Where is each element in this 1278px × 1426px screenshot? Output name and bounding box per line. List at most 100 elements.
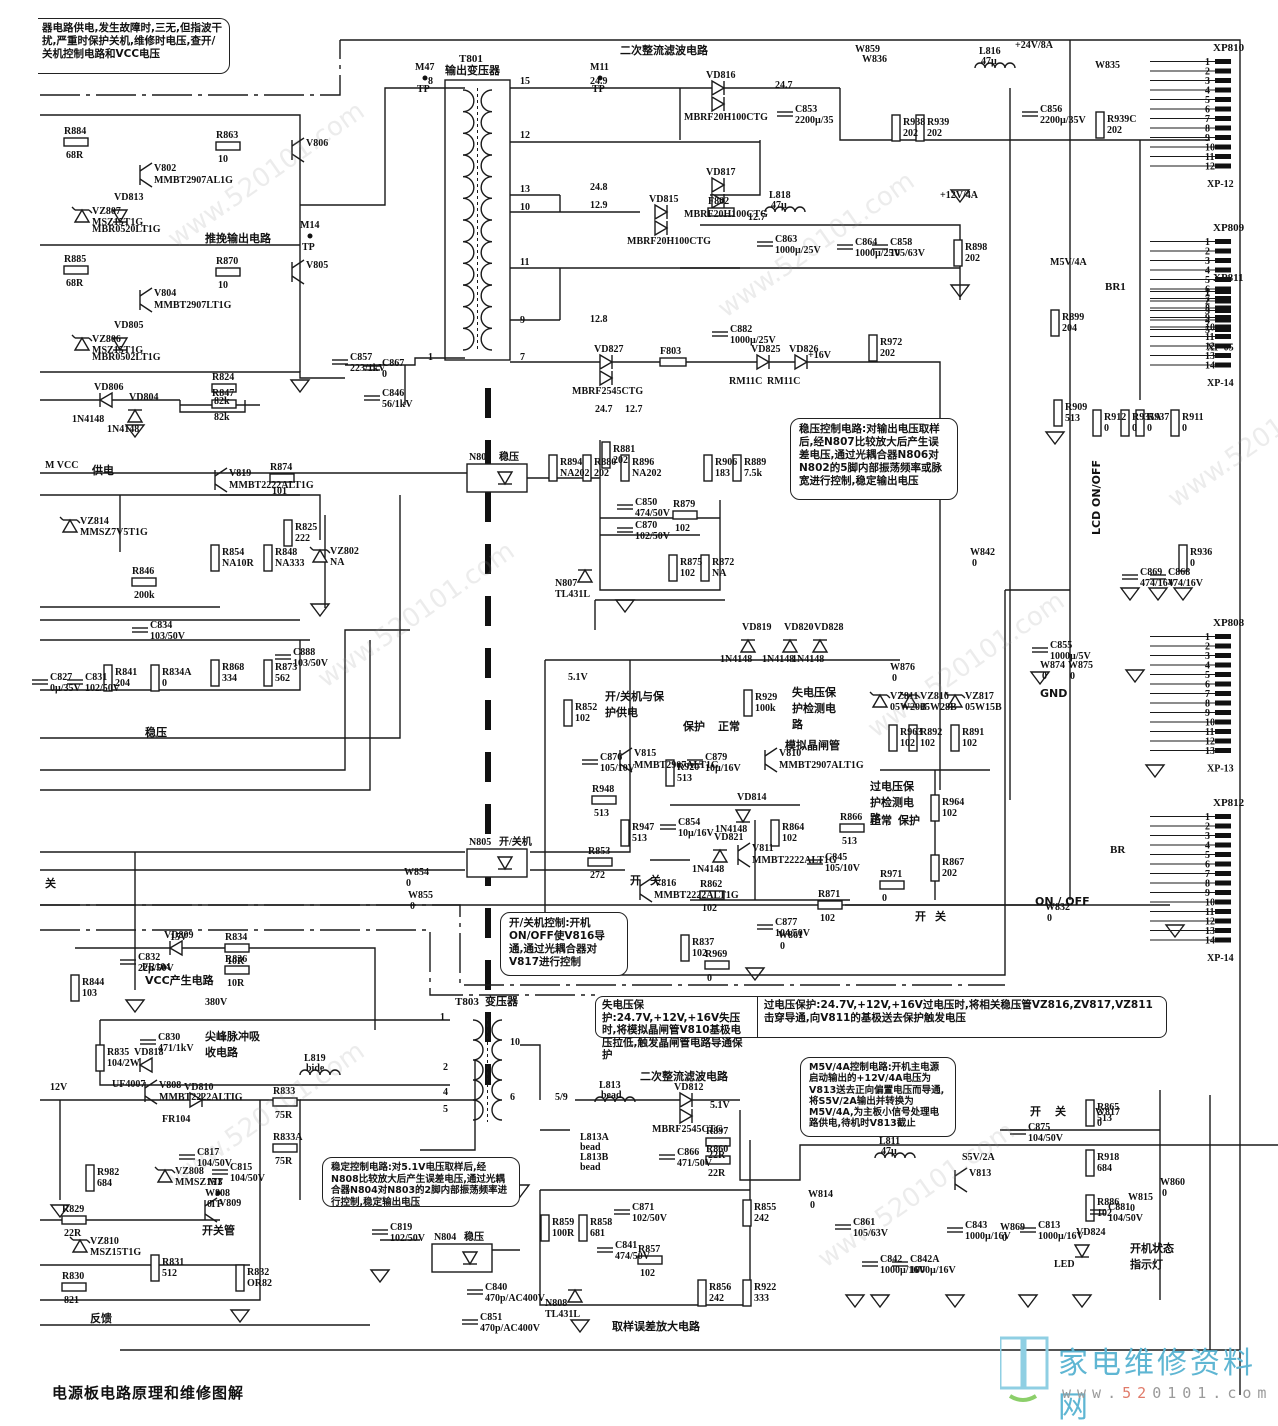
- resistor-r834a: [150, 664, 160, 692]
- jumper-ref: W869: [1000, 1222, 1025, 1233]
- transformer-name: 变压器: [485, 994, 519, 1008]
- jumper-value: 0: [207, 1199, 212, 1210]
- ground-symbol: [1147, 587, 1169, 602]
- capacitor-c843: [947, 1227, 963, 1233]
- capacitor-ref: C888: [293, 647, 315, 658]
- resistor-ref: R856: [709, 1282, 731, 1293]
- connector-pin: 14: [1205, 361, 1215, 372]
- connector-xp811: [1150, 289, 1231, 332]
- labels: R88468RR86310R88568RR87010R82482kR84782k…: [45, 40, 1245, 1334]
- transistor-ref: V815: [634, 748, 656, 759]
- resistor-value: 513: [594, 808, 609, 819]
- resistor-r824: [211, 383, 237, 393]
- connector-pin: 12: [1205, 737, 1215, 748]
- resistor-ref: R896: [632, 457, 654, 468]
- resistor-value: 0: [162, 678, 167, 689]
- resistor-value: 10R: [227, 956, 245, 967]
- fuse-ref: F802: [708, 196, 729, 207]
- transistor-part: MMBT2907ALT1G: [779, 760, 864, 771]
- resistor-ref: R837: [692, 937, 714, 948]
- capacitor-c875: [1010, 1129, 1026, 1135]
- diode-ref: VD809: [164, 930, 193, 941]
- resistor-ref: R829: [62, 1204, 84, 1215]
- connector-pin: 4: [1205, 841, 1210, 852]
- voltage-label: M5V/4A: [1050, 257, 1087, 268]
- ic-part: TL431L: [555, 589, 590, 600]
- diode-part: MBRF2545CTG: [652, 1124, 723, 1135]
- connector-pin: 5: [1205, 325, 1210, 336]
- resistor-value: 103: [82, 988, 97, 999]
- capacitor-value: 1000µ/16V: [1038, 1231, 1085, 1242]
- capacitor-c871: [614, 1209, 630, 1215]
- resistor-ref: R912: [1104, 412, 1126, 423]
- resistor-r874: [269, 473, 295, 483]
- capacitor-c888: [275, 654, 291, 660]
- inductor-ref: L811: [879, 1136, 900, 1147]
- voltage-label: 12.7: [625, 404, 643, 415]
- resistor-value: 102: [1097, 1208, 1112, 1219]
- resistor-value: 334: [222, 673, 237, 684]
- resistor-r875: [668, 554, 678, 582]
- transformer-t803: [472, 1018, 503, 1122]
- capacitor-ref: C870: [635, 520, 657, 531]
- capacitor-value: 470p/AC400V: [485, 1293, 546, 1304]
- pin-number: 1: [428, 352, 433, 363]
- diode-ref: VD819: [742, 622, 771, 633]
- capacitor-c879: [687, 759, 703, 765]
- state-label: BR1: [1105, 281, 1126, 293]
- ground-symbol: [1119, 587, 1141, 602]
- resistor-value: 22R: [708, 1150, 726, 1161]
- resistor-ref: R939C: [1107, 114, 1136, 125]
- resistor-r886: [1085, 1194, 1095, 1222]
- resistor-ref: R929: [755, 692, 777, 703]
- resistor-r929: [743, 689, 753, 717]
- diode-vd818: [138, 1056, 153, 1074]
- diode-part: MBRF20H100CTG: [627, 236, 711, 247]
- jumper-value: 0: [410, 901, 415, 912]
- capacitor-value: 105/10V: [600, 763, 636, 774]
- jumper-ref: W808: [205, 1188, 230, 1199]
- capacitor-ref: C841: [615, 1240, 637, 1251]
- connector-pin: 5: [1205, 670, 1210, 681]
- ground-symbol: [289, 379, 311, 394]
- inductor-ref: L813A: [580, 1132, 610, 1143]
- connector-pin: 6: [1205, 860, 1210, 871]
- resistor-r873: [263, 659, 273, 687]
- pin-number: 5: [443, 1104, 448, 1115]
- resistor-value: 684: [97, 1178, 112, 1189]
- capacitor-value: 102/50V: [390, 1233, 426, 1244]
- resistor-r935a: [1120, 409, 1130, 437]
- capacitor-ref: C868: [1168, 567, 1190, 578]
- resistor-value: 75R: [275, 1110, 293, 1121]
- capacitor-c817: [179, 1154, 195, 1160]
- connector-pin: 13: [1205, 926, 1215, 937]
- connector-pin: 1: [1205, 287, 1210, 298]
- jumper-ref: W835: [1095, 60, 1120, 71]
- capacitor-ref: C851: [480, 1312, 502, 1323]
- capacitor-value: 2200µ/35: [795, 115, 834, 126]
- transistor-part: MMBT2222ALT1G: [229, 480, 314, 491]
- ground-symbol: [949, 189, 971, 204]
- resistor-ref: R894: [560, 457, 582, 468]
- ground-symbol: [844, 1294, 866, 1309]
- capacitor-c855: [1032, 647, 1048, 653]
- diode-ref: VD818: [134, 1047, 163, 1058]
- capacitor-ref: C871: [632, 1202, 654, 1213]
- ic-ref: N806: [469, 452, 491, 463]
- resistor-value: 562: [275, 673, 290, 684]
- capacitor-c842a: [892, 1261, 908, 1267]
- label-spike-absorb: 尖峰脉冲吸收电路: [205, 1030, 260, 1059]
- resistor-ref: R824: [212, 372, 234, 383]
- zener-part: 05W20B: [890, 702, 927, 713]
- ground-symbol: [229, 1309, 251, 1324]
- pin-number: 8: [428, 76, 433, 87]
- connector-pin: 10: [1205, 718, 1215, 729]
- site-logo-icon: [1000, 1336, 1049, 1402]
- capacitor-ref: C832: [138, 952, 160, 963]
- state-label: 开: [630, 874, 641, 887]
- resistor-ref: R848: [275, 547, 297, 558]
- capacitor-value: 474/50V: [615, 1251, 651, 1262]
- label-supply: 供电: [92, 464, 114, 477]
- label-push-pull: 推挽输出电路: [205, 232, 271, 245]
- connector-pin: 2: [1205, 642, 1210, 653]
